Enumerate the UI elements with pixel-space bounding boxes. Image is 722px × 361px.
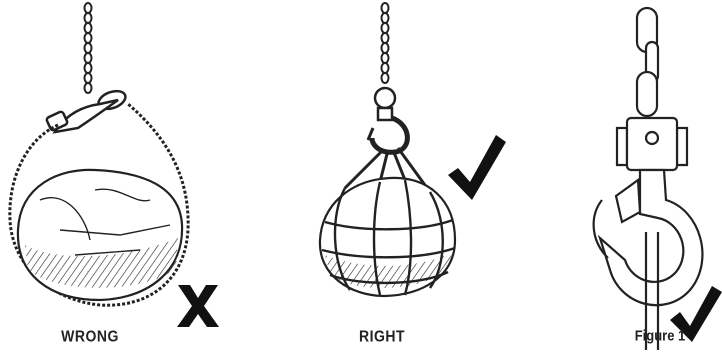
hook: [46, 88, 128, 132]
hook: [368, 88, 407, 152]
caption-figure-1: Figure 1: [625, 327, 695, 344]
wrong-rigging-illustration: [10, 3, 219, 327]
caption-right: RIGHT: [352, 327, 412, 345]
hook-detail-illustration: [594, 8, 703, 350]
hook: [594, 170, 703, 305]
x-mark-icon: [177, 285, 219, 327]
hook-block: [617, 118, 687, 170]
right-rigging-illustration: [320, 3, 506, 296]
chain: [382, 3, 389, 83]
caption-wrong: WRONG: [55, 327, 125, 345]
rock-load: [18, 170, 182, 300]
check-mark-icon: [448, 135, 506, 200]
chain: [85, 3, 92, 93]
chain: [637, 8, 658, 116]
netted-load: [320, 178, 455, 296]
